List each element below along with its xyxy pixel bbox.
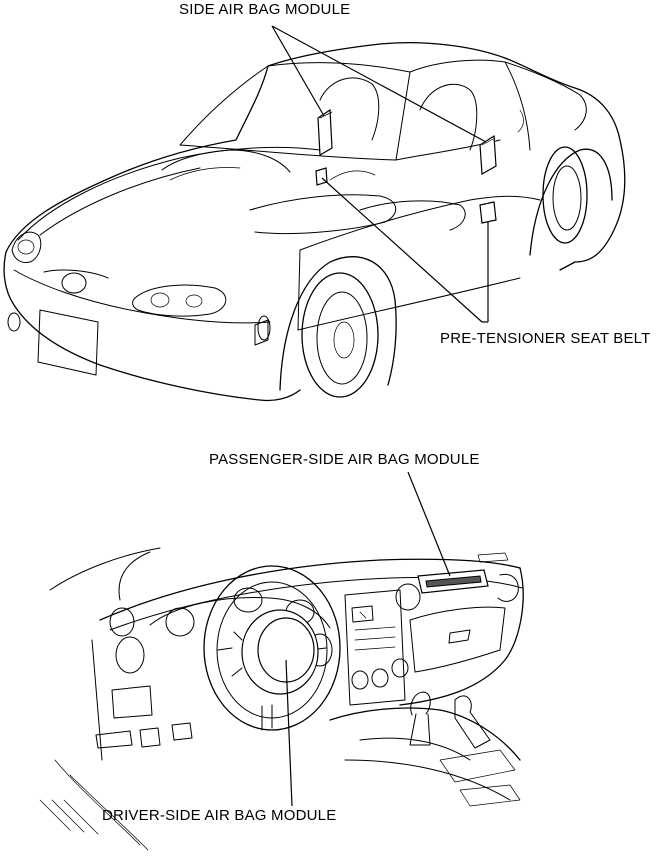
side-air-bag-leaders [271, 25, 487, 143]
side-air-bag-module-left [317, 108, 333, 157]
driver-side-air-bag-module [231, 609, 319, 695]
label-side-air-bag-module: SIDE AIR BAG MODULE [179, 1, 351, 18]
label-driver-side-air-bag-module: DRIVER-SIDE AIR BAG MODULE [102, 807, 337, 824]
pre-tensioner-leaders [321, 177, 489, 323]
passenger-side-air-bag-module [417, 569, 489, 594]
passenger-air-bag-leader [407, 471, 451, 577]
side-air-bag-module-right [479, 134, 497, 175]
car-illustration [3, 42, 626, 402]
label-pre-tensioner-seat-belt: PRE-TENSIONER SEAT BELT [440, 330, 651, 347]
dashboard-illustration [39, 547, 524, 851]
driver-air-bag-leader [285, 659, 293, 807]
label-passenger-side-air-bag-module: PASSENGER-SIDE AIR BAG MODULE [209, 451, 480, 468]
pre-tensioner-right [479, 201, 497, 224]
pre-tensioner-left [315, 167, 328, 186]
